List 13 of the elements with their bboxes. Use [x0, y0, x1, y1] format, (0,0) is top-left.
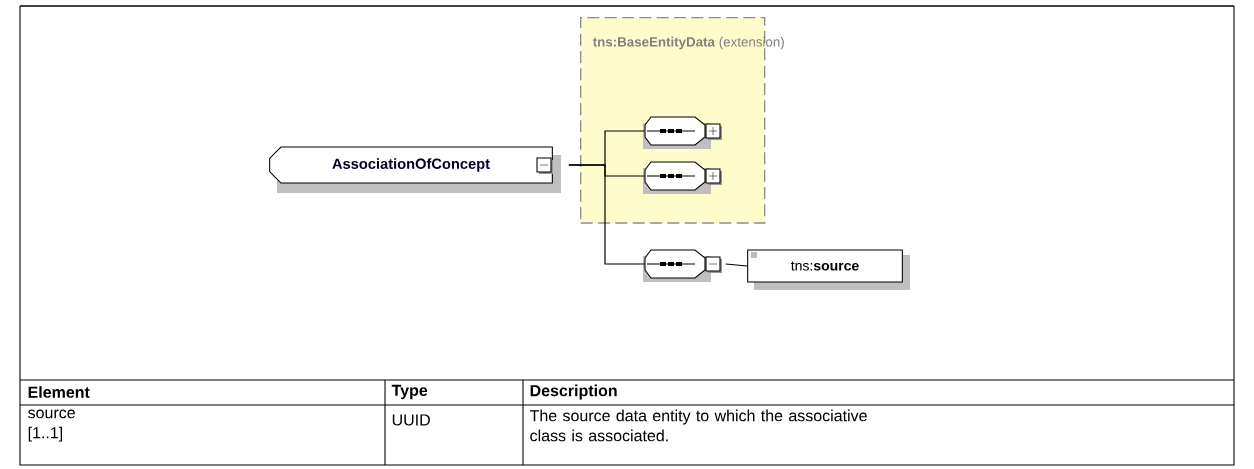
- table-text: UUID: [392, 414, 430, 426]
- sequence-octagon: [643, 116, 722, 149]
- sequence-octagon: [643, 161, 722, 194]
- table-header: Type: [391, 384, 428, 400]
- table-header: Description: [530, 384, 617, 400]
- table-text: source [1..1]: [28, 409, 75, 442]
- element-box: tns:source: [747, 249, 910, 290]
- element-box: AssociationOfConcept: [269, 146, 561, 193]
- table-header: Element: [28, 386, 90, 398]
- sequence-octagon: [643, 249, 722, 282]
- connector-line: [568, 164, 646, 265]
- connector-line: [725, 263, 748, 267]
- table-text: The source data entity to which the associative class is associated.: [529, 409, 867, 442]
